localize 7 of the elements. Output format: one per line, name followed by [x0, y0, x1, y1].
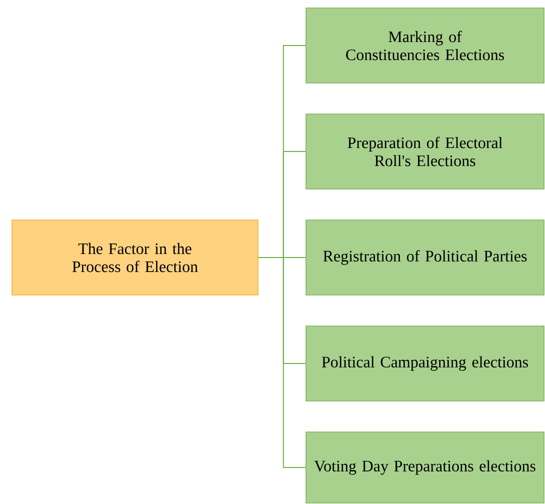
factor-box: The Factor in the Process of Election — [12, 220, 258, 296]
process-box: Voting Day Preparations elections — [306, 432, 544, 504]
process-box: Political Campaigning elections — [306, 326, 544, 402]
process-box: Preparation of Electoral Roll's Elections — [306, 114, 544, 190]
process-box: Marking of Constituencies Elections — [306, 8, 544, 84]
process-box: Registration of Political Parties — [306, 220, 544, 296]
connector — [258, 257, 306, 468]
